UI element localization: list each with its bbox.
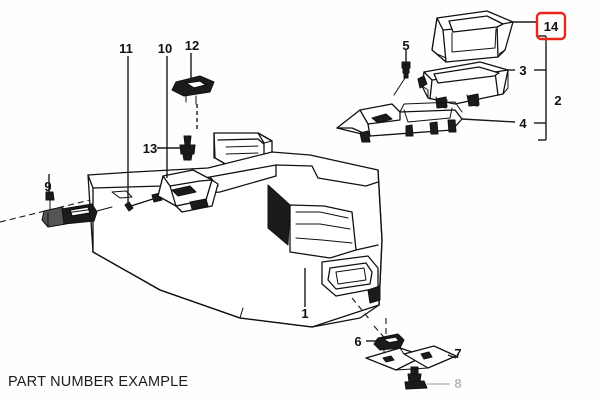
- callout-14: 14: [544, 19, 559, 34]
- leader-lines: [0, 21, 547, 385]
- page-caption: PART NUMBER EXAMPLE: [8, 374, 189, 390]
- part-8-screw: [404, 366, 428, 390]
- part-7-mounting-brackets: [365, 345, 457, 371]
- part-13-bolt: [179, 135, 196, 161]
- callout-10: 10: [158, 41, 172, 56]
- callout-numbers: 1 2 3 4 5 6 7 8 9 10 11 12 13 14: [44, 19, 561, 391]
- guide-dash-console: [351, 297, 371, 321]
- part-3-ashtray-housing: [417, 61, 509, 109]
- callout-13: 13: [143, 141, 157, 156]
- leader-7: [447, 354, 457, 359]
- callout-11: 11: [119, 41, 133, 56]
- guide-dash-left: [0, 199, 91, 223]
- callout-5: 5: [402, 38, 409, 53]
- part-10-support-bracket: [157, 169, 219, 213]
- callout-12: 12: [185, 38, 199, 53]
- leader-4: [461, 118, 516, 123]
- part-9-lighter-socket: [41, 191, 113, 228]
- callout-9: 9: [44, 179, 51, 194]
- callout-8: 8: [454, 376, 461, 391]
- callout-7: 7: [454, 346, 461, 361]
- part-12-clip-washer: [171, 75, 215, 105]
- part-1-center-console-body: [87, 132, 383, 328]
- part-11-pin: [124, 192, 163, 212]
- part-4-console-trim-panel: [336, 101, 463, 143]
- part-14-ashtray-insert: [431, 10, 514, 63]
- guide-dash-bottom: [373, 325, 391, 345]
- callout-2: 2: [554, 93, 561, 108]
- callout-3: 3: [519, 63, 526, 78]
- highlight-box-callout-14: [535, 11, 567, 41]
- part-5-screw: [393, 61, 411, 96]
- callout-4: 4: [519, 116, 527, 131]
- callout-1: 1: [301, 306, 308, 321]
- callout-6: 6: [354, 334, 361, 349]
